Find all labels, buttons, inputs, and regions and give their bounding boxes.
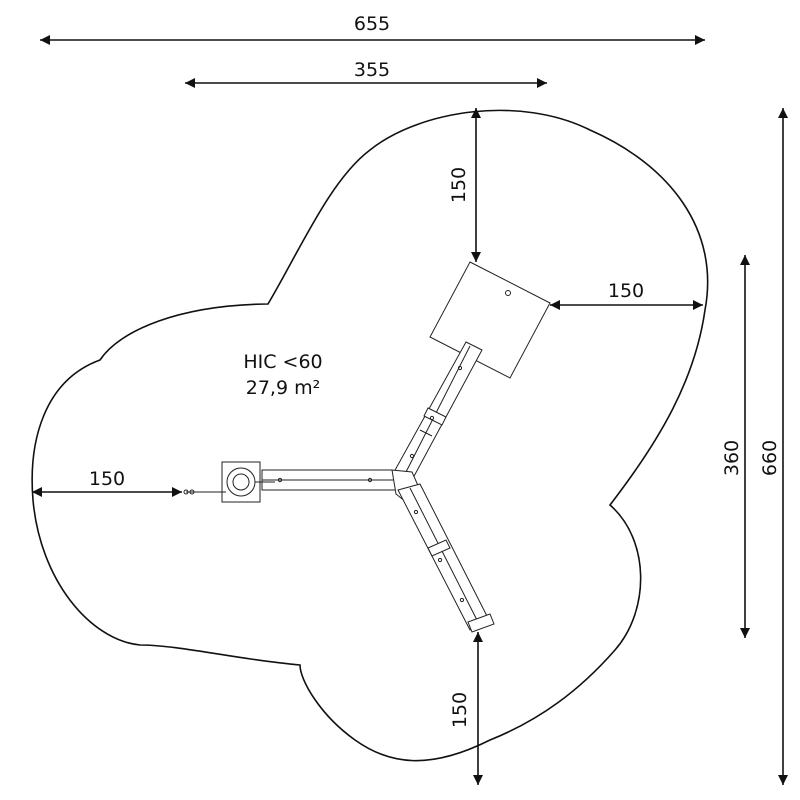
dimension-top-clearance: 150 <box>448 108 481 262</box>
beam-upper <box>393 341 483 481</box>
dimension-height-inner-label: 360 <box>721 440 743 476</box>
beam-left <box>261 469 403 491</box>
top-platform <box>429 261 551 379</box>
dimension-bottom-clearance-label: 150 <box>449 692 471 728</box>
dimension-height-overall-label: 660 <box>759 440 781 476</box>
dimension-right-clearance: 150 <box>550 280 703 310</box>
dimension-top-overall: 655 <box>40 13 705 45</box>
dimension-right-clearance-label: 150 <box>608 280 644 302</box>
dimension-top-inner-label: 355 <box>354 59 390 81</box>
beam-lower <box>397 483 495 633</box>
dimension-height-inner: 360 <box>721 255 750 638</box>
area-label: 27,9 m² <box>246 377 320 399</box>
dimension-top-clearance-label: 150 <box>448 167 470 203</box>
dimension-left-clearance: 150 <box>32 468 182 497</box>
dimension-left-clearance-label: 150 <box>89 468 125 490</box>
hic-label: HIC <60 <box>243 351 322 373</box>
safety-zone-outline <box>31 109 709 762</box>
left-post <box>183 461 275 503</box>
dimension-height-overall: 660 <box>759 108 788 785</box>
dimension-bottom-clearance: 150 <box>449 632 483 785</box>
dimension-top-inner: 355 <box>185 59 547 88</box>
dimension-top-overall-label: 655 <box>354 13 390 35</box>
